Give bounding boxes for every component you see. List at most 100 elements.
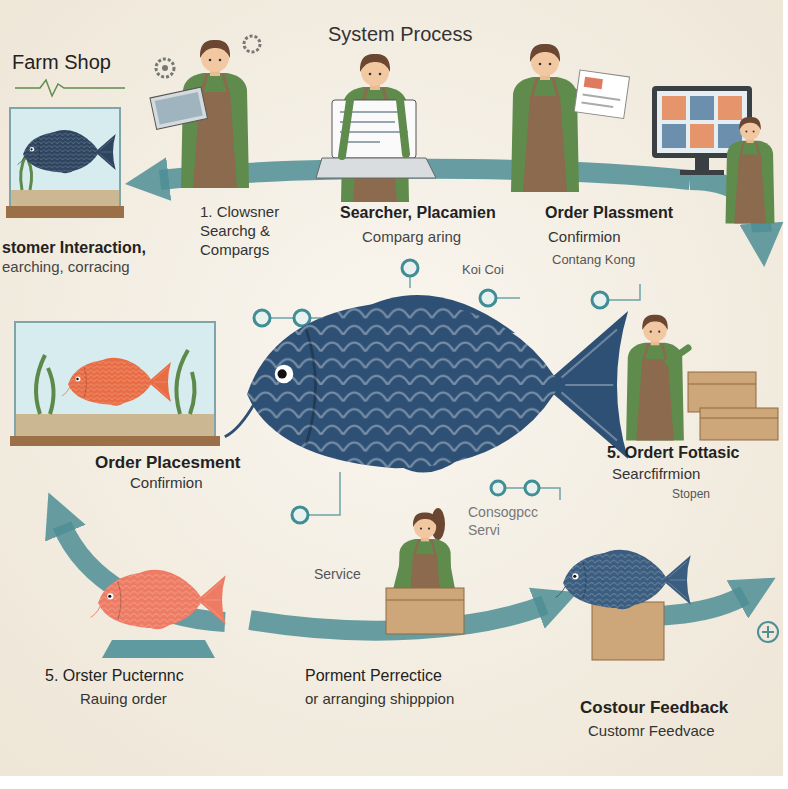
person-figure [688, 384, 778, 418]
circuit-network [608, 284, 640, 300]
person-figure [626, 315, 684, 441]
person-figure [668, 348, 688, 362]
fish-tank [6, 108, 124, 218]
title-slot: System Process [328, 22, 472, 47]
circuit-network [409, 276, 411, 288]
decor-icons [162, 65, 168, 71]
label-slot: Searcfifrmion [612, 465, 700, 484]
person-figure [396, 560, 452, 592]
label-slot: Order Placesment [95, 452, 241, 473]
stage-label: 1. Clowsner Searchg & Compargs [200, 203, 295, 259]
image-border [0, 776, 788, 789]
stage-label: Contang Kong [552, 252, 635, 268]
fish-tank [62, 358, 171, 406]
stage-label: Customr Feedvace [588, 722, 715, 741]
person-figure [386, 588, 464, 634]
fish-display [91, 570, 226, 658]
circuit-network [254, 310, 270, 326]
stage-label: 5. Ordert Fottasic [607, 443, 739, 463]
fish-tank [10, 322, 220, 446]
person-figure [342, 100, 406, 156]
label-slot: earching, corracing [2, 258, 130, 277]
decor-icons [156, 59, 174, 77]
label-slot: Contang Kong [552, 252, 635, 268]
fish-tank [36, 350, 195, 414]
label-slot: 5. Ordert Fottasic [607, 443, 739, 463]
stage-label: earching, corracing [2, 258, 130, 277]
circuit-network [592, 292, 608, 308]
circuit-network [480, 290, 496, 306]
stage-label: Costour Feedback [580, 697, 728, 718]
stage-label: Service [314, 566, 361, 584]
label-slot: or arranging shipppion [305, 690, 454, 709]
stage-label: Rauing order [80, 690, 167, 709]
label-slot: Koi Coi [462, 262, 504, 278]
decor-icons [15, 80, 125, 96]
label-slot: Confirmion [548, 228, 621, 247]
decor-icons [244, 36, 260, 52]
person-figure [316, 158, 436, 178]
label-slot: Confirmion [130, 474, 203, 493]
fish-display [91, 570, 226, 630]
stage-label: Stopen [672, 487, 710, 502]
person-figure [386, 508, 464, 634]
circuit-network [292, 507, 308, 523]
person-figure [150, 40, 249, 188]
label-slot: Costour Feedback [580, 697, 728, 718]
monitor-station [718, 96, 742, 120]
fish-tank [18, 130, 116, 173]
stage-label: or arranging shipppion [305, 690, 454, 709]
circuit-network [294, 310, 310, 326]
fish-tank [16, 414, 214, 436]
decor-icons [762, 626, 774, 638]
label-slot: Consogpcc Servi [468, 504, 550, 539]
monitor-station [652, 86, 774, 224]
person-figure [150, 87, 208, 129]
fish-display [102, 640, 215, 658]
monitor-station [726, 117, 775, 224]
stage-label: Porment Perrectice [305, 666, 442, 686]
fish-on-box [556, 550, 691, 660]
monitor-station [680, 170, 724, 175]
stage-label: Searcfifrmion [612, 465, 700, 484]
image-border [783, 0, 788, 789]
stage-label: 5. Orster Pucternnc [45, 666, 184, 686]
monitor-station [662, 124, 686, 148]
circuit-network [402, 260, 418, 276]
stage-label: Koi Coi [462, 262, 504, 278]
fish-tank [6, 206, 124, 218]
fish-tank [15, 322, 215, 437]
person-figure [511, 44, 630, 192]
label-slot: Rauing order [80, 690, 167, 709]
person-figure [386, 600, 464, 601]
stage-label: stomer Interaction, [2, 238, 146, 258]
stage-label: Confirmion [548, 228, 621, 247]
monitor-station [695, 158, 709, 170]
person-figure [584, 77, 603, 89]
person-figure [626, 315, 778, 441]
label-slot: Stopen [672, 487, 710, 502]
stage-label: Order Placesment [95, 452, 241, 473]
monitor-station [690, 124, 714, 148]
circuit-network [308, 472, 340, 515]
central-fish [225, 295, 628, 473]
label-slot: Service [314, 566, 361, 584]
label-slot: Searcher, Placamien [340, 203, 496, 223]
label-slot: Order Plassment [545, 203, 673, 223]
person-figure [688, 372, 756, 412]
decor-icons [15, 36, 778, 642]
label-slot: stomer Interaction, [2, 238, 146, 258]
circuit-network [496, 297, 520, 299]
person-figure [511, 44, 579, 192]
stage-label: Searcher, Placamien [340, 203, 496, 223]
person-figure [150, 87, 208, 129]
person-figure [332, 100, 416, 158]
label-slot: 5. Orster Pucternnc [45, 666, 184, 686]
person-figure [581, 95, 620, 108]
person-figure [574, 70, 629, 119]
stage-label: Comparg aring [362, 228, 461, 247]
stage-label: Confirmion [130, 474, 203, 493]
